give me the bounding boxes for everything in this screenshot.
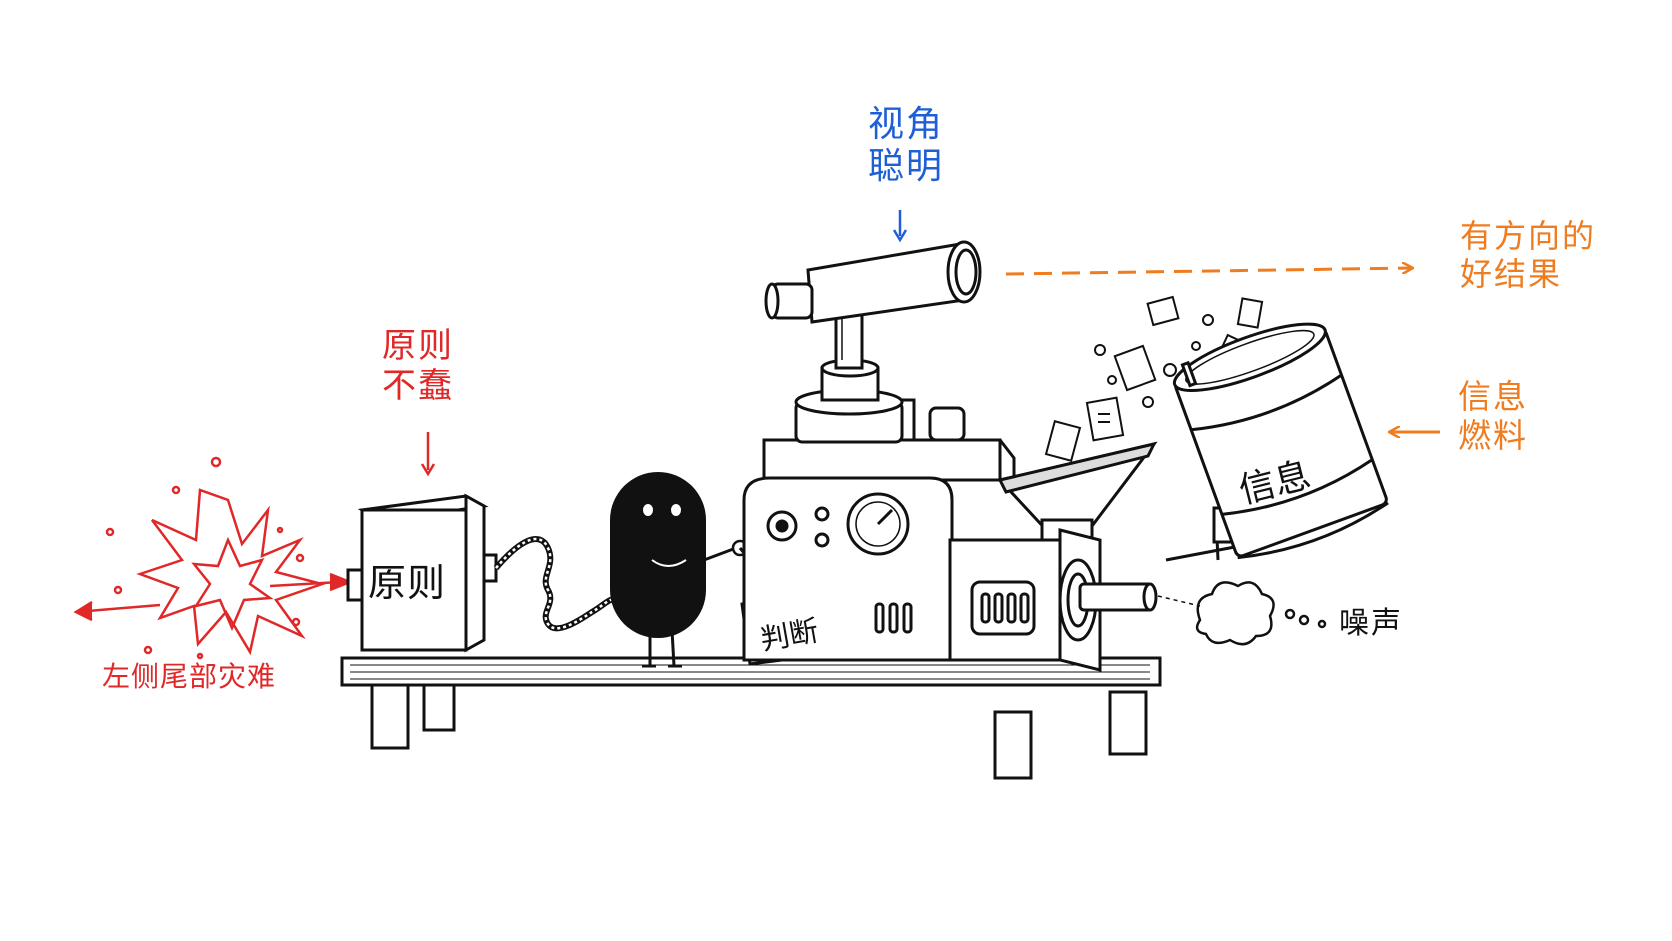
explosion-icon: [73, 456, 354, 660]
fuel-annotation: 信息 燃料: [1458, 377, 1528, 456]
disaster-annotation: 左侧尾部灾难: [102, 660, 277, 693]
fuel-line2: 燃料: [1458, 415, 1528, 455]
hopper-icon: [948, 441, 1158, 672]
vision-annotation: 视角 聪明: [868, 104, 944, 189]
cable: [493, 535, 622, 632]
noise-annotation: 噪声: [1339, 606, 1403, 641]
outcome-annotation: 有方向的 好结果: [1460, 217, 1597, 294]
outcome-line2: 好结果: [1460, 254, 1563, 293]
barrel-icon: [1165, 322, 1389, 562]
principle-line2: 不蠢: [382, 366, 454, 407]
main-machine: [742, 398, 1016, 662]
telescope-icon: [764, 240, 982, 444]
principle-annotation: 原则 不蠢: [382, 326, 454, 406]
creature-icon: [610, 472, 749, 668]
outcome-line1: 有方向的: [1460, 217, 1597, 255]
smoke-puff-icon: [1157, 581, 1327, 646]
vision-line2: 聪明: [868, 146, 945, 188]
annotation-arrows: [420, 210, 1440, 477]
workbench: [340, 656, 1162, 780]
principle-box: [346, 493, 498, 653]
principle-line1: 原则: [382, 326, 454, 366]
vision-line1: 视角: [868, 104, 945, 145]
fuel-line1: 信息: [1458, 377, 1528, 416]
principle-box-label: 原则: [368, 561, 447, 605]
